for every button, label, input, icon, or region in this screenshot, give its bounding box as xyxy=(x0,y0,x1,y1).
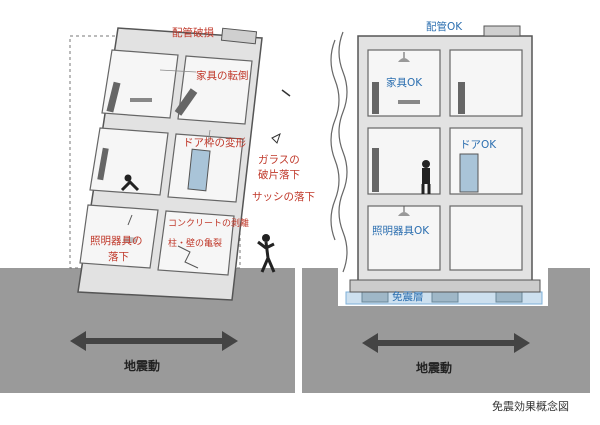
label-pillar-crack: 柱・壁の亀裂 xyxy=(168,237,222,249)
left-table xyxy=(130,98,152,102)
label-glass-line1: ガラスの xyxy=(258,154,300,166)
upright-cabinet xyxy=(372,82,379,114)
label-isolation-layer: 免震層 xyxy=(392,290,424,303)
left-ground-motion-label: 地震動 xyxy=(124,358,160,373)
label-pipe-ok: 配管OK xyxy=(426,20,463,33)
label-lighting-line2: 落下 xyxy=(108,251,129,263)
vibration-lines xyxy=(338,31,348,273)
right-scene: 配管OK 家具OK ドアOK 照明器具OK 免震層 地震動 xyxy=(302,20,590,393)
label-door-frame-deform: ドア枠の変形 xyxy=(183,136,246,149)
isolators xyxy=(361,291,523,303)
fallen-shelf xyxy=(174,88,198,116)
left-roof-pipe-box xyxy=(220,27,258,45)
label-lighting-ok: 照明器具OK xyxy=(372,225,430,237)
label-door-ok: ドアOK xyxy=(460,139,497,151)
glass-shard xyxy=(271,133,281,144)
right-ground xyxy=(302,268,590,393)
right-foundation xyxy=(349,279,541,293)
label-glass-line2: 破片落下 xyxy=(258,168,300,181)
right-roof-pipe-box xyxy=(483,25,521,37)
left-scene: 配管破損 家具の転倒 ドア枠の変形 ガラスの 破片落下 サッシの落下 コンクリー… xyxy=(0,26,315,393)
outside-person-figure xyxy=(257,234,276,273)
label-furniture-ok: 家具OK xyxy=(386,76,423,89)
fallen-cabinet xyxy=(106,81,121,113)
figure-caption: 免震効果概念図 xyxy=(492,399,569,413)
deformed-door xyxy=(187,148,211,192)
right-ground-motion-arrow xyxy=(362,333,530,353)
standing-person-figure xyxy=(421,160,431,194)
label-pipe-damage: 配管破損 xyxy=(172,26,214,39)
right-ground-motion-label: 地震動 xyxy=(416,360,452,375)
left-tilted-building xyxy=(77,27,263,301)
label-sash-fall: サッシの落下 xyxy=(252,191,315,203)
label-furniture-fall: 家具の転倒 xyxy=(196,69,249,82)
label-concrete-peel: コンクリートの剥離 xyxy=(168,217,249,229)
label-lighting-line1: 照明器具の xyxy=(90,235,143,247)
left-ground-motion-arrow xyxy=(70,331,238,351)
right-table xyxy=(398,100,420,104)
intact-door xyxy=(459,153,479,193)
falling-sash xyxy=(281,89,291,97)
